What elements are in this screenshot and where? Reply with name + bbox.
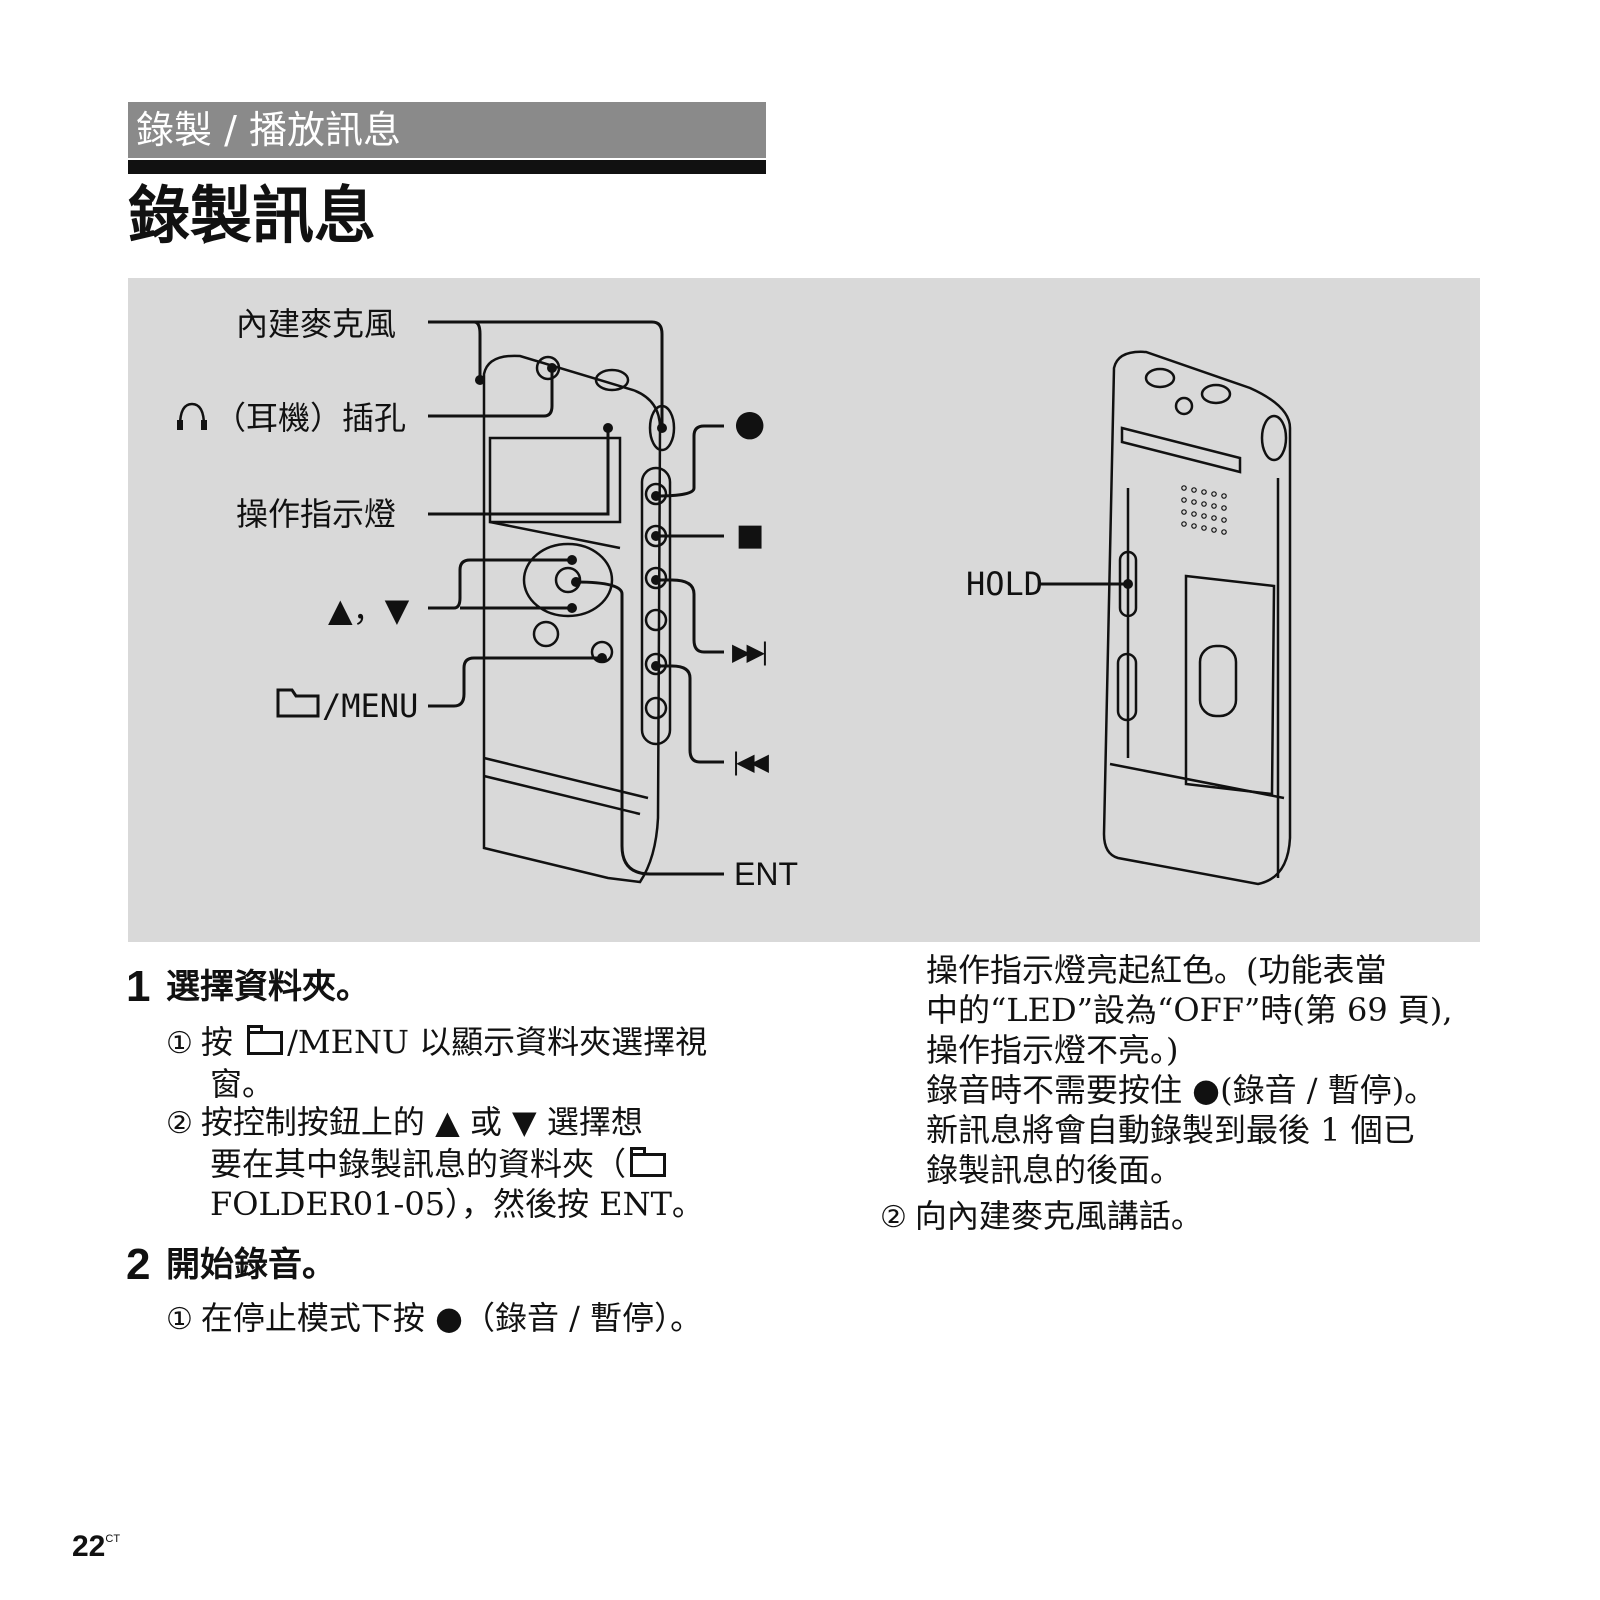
paragraph-line: 錄音時不需要按住 ●(錄音 / 暫停)。 — [926, 1071, 1437, 1109]
label-record-button: ● — [734, 403, 766, 444]
circled-marker: ② — [880, 1200, 907, 1235]
device-illustration: 內建麥克風 （耳機）插孔 操作指示燈 ▲，▼ /MENU ● ■ ▶▶| |◀◀… — [128, 278, 1480, 942]
section-rule — [128, 160, 766, 174]
label-menu: /MENU — [322, 687, 419, 725]
folder-icon — [276, 688, 320, 718]
control-pad — [522, 542, 614, 618]
paragraph-line: 操作指示燈亮起紅色。(功能表當 — [926, 951, 1387, 989]
substep-text: 按 — [200, 1023, 233, 1061]
leader-ffwd — [656, 578, 724, 654]
label-ent-button: ENT — [734, 856, 798, 892]
label-operation-indicator: 操作指示燈 — [236, 495, 397, 533]
leader-record — [655, 424, 724, 498]
substep-text: 窗。 — [210, 1065, 275, 1103]
substep-text: 向內建麥克風講話。 — [914, 1197, 1203, 1235]
substep-text: 要在其中錄製訊息的資料夾（ — [210, 1145, 627, 1183]
paragraph-line: 新訊息將會自動錄製到最後 1 個已 — [926, 1111, 1415, 1149]
label-rewind-button: |◀◀ — [732, 748, 769, 776]
label-hold-switch: HOLD — [966, 565, 1044, 603]
leader-updown — [428, 558, 572, 610]
section-title: 錄製 / 播放訊息 — [136, 108, 401, 152]
paragraph-line: 錄製訊息的後面。 — [926, 1151, 1183, 1189]
recorder-drawing — [177, 320, 1292, 886]
paragraph-line: 操作指示燈不亮。) — [926, 1031, 1179, 1069]
step-1-title: 選擇資料夾。 — [166, 967, 370, 1007]
substep-text: 按控制按鈕上的 ▲ 或 ▼ 選擇想 — [200, 1103, 643, 1141]
label-built-in-mic: 內建麥克風 — [236, 305, 397, 343]
section-header-bar: 錄製 / 播放訊息 — [128, 102, 766, 158]
circled-marker: ① — [166, 1026, 193, 1061]
side-button-strip — [640, 466, 672, 746]
step-2-continued-text: 操作指示燈亮起紅色。(功能表當 中的“LED”設為“OFF”時(第 69 頁),… — [926, 950, 1453, 1190]
leader-ent — [575, 580, 724, 876]
substep-text: /MENU 以顯示資料夾選擇視 — [287, 1023, 708, 1061]
label-stop-button: ■ — [736, 518, 765, 553]
page-number: 22CT — [72, 1530, 120, 1564]
paragraph-line: 中的“LED”設為“OFF”時(第 69 頁), — [926, 991, 1453, 1029]
step-2-number: 2 — [126, 1240, 151, 1289]
step-1-number: 1 — [126, 962, 151, 1011]
folder-icon — [247, 1025, 284, 1055]
front-device-body — [482, 354, 662, 884]
headphone-icon — [178, 402, 206, 427]
label-ffwd-button: ▶▶| — [732, 638, 769, 666]
label-headphone-jack: （耳機）插孔 — [214, 399, 407, 437]
leader-indicator — [428, 428, 610, 516]
leader-headphone — [428, 368, 554, 418]
substep-text: FOLDER01-05），然後按 ENT。 — [210, 1185, 704, 1223]
leader-menu — [428, 656, 602, 708]
circled-marker: ① — [166, 1302, 193, 1337]
back-device-body — [1102, 350, 1292, 886]
leader-mic — [428, 320, 664, 428]
display-window — [488, 436, 622, 524]
step-2-title: 開始錄音。 — [166, 1245, 336, 1285]
substep-text: 在停止模式下按 ●（錄音 / 暫停）。 — [200, 1299, 703, 1337]
label-up-down: ▲，▼ — [328, 591, 410, 629]
page-title: 錄製訊息 — [128, 179, 377, 252]
circled-marker: ② — [166, 1106, 193, 1141]
folder-icon — [630, 1147, 667, 1177]
page-number-value: 22 — [72, 1530, 106, 1563]
page-number-suffix: CT — [105, 1533, 121, 1545]
leader-rewind — [656, 664, 724, 764]
